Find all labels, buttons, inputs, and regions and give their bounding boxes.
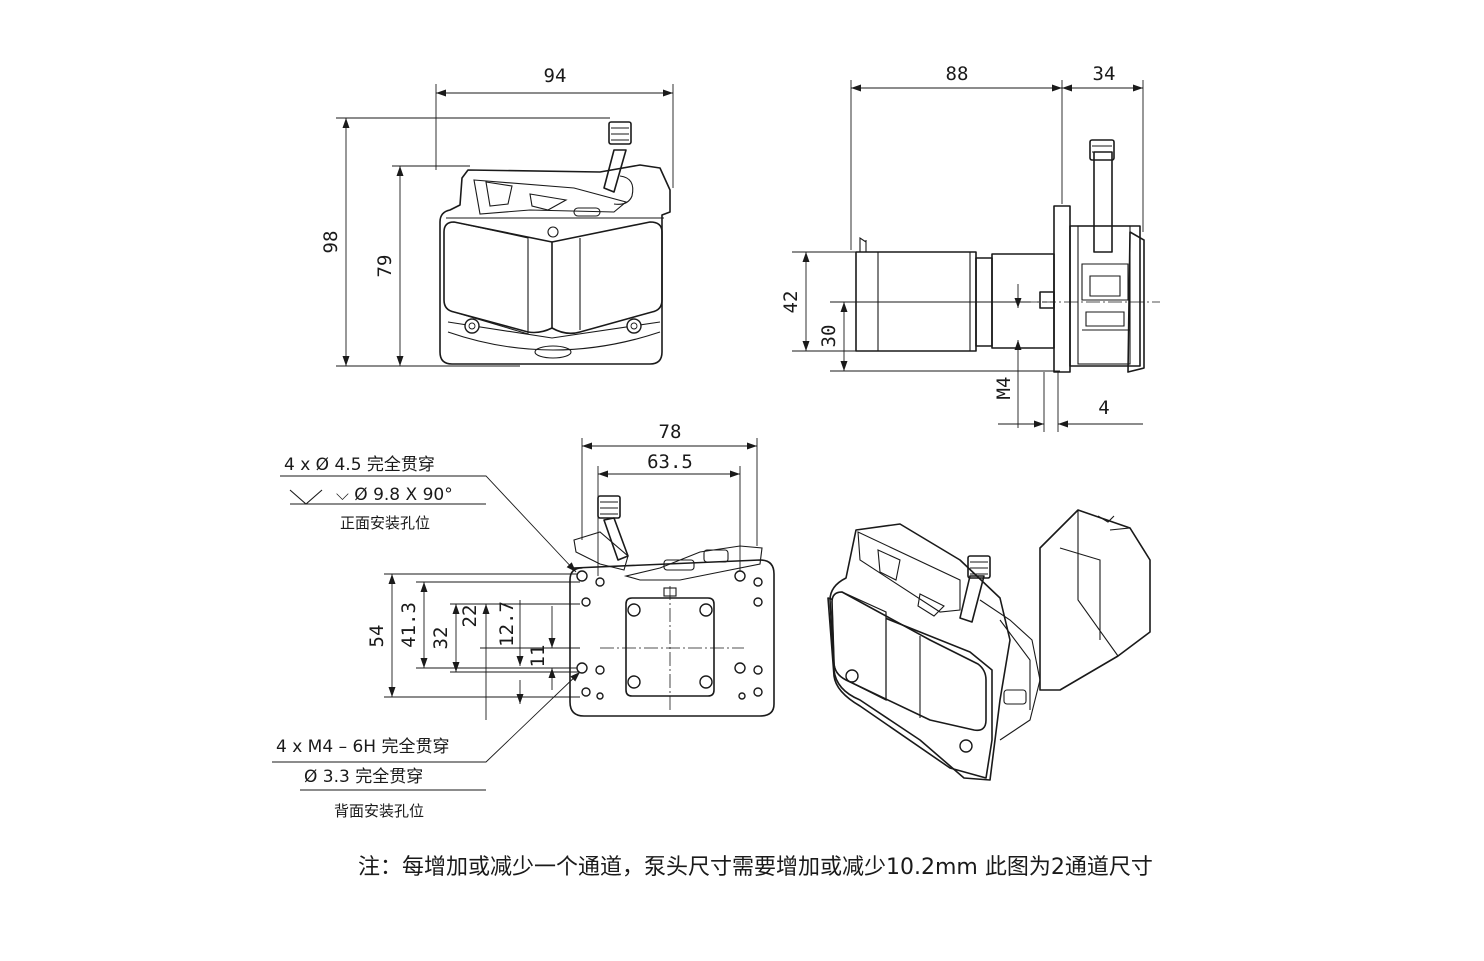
isometric-view (827, 509, 1151, 781)
dim-back-outer-width: 78 (659, 421, 682, 443)
dim-side-shaft-height: 30 (818, 325, 840, 348)
dim-side-motor-length: 88 (946, 63, 969, 85)
front-holes-spec-line2: ⌵ Ø 9.8 X 90° (336, 485, 453, 505)
dim-back-hole-pitch-y: 41.3 (398, 602, 420, 648)
front-holes-spec-line1: 4 x Ø 4.5 完全贯穿 (284, 455, 435, 475)
side-view: 88 34 42 30 (780, 63, 1160, 432)
back-holes-caption: 背面安装孔位 (334, 802, 424, 820)
dim-back-32: 32 (430, 627, 452, 650)
back-view: 78 63.5 54 41.3 32 22 12.7 11 (272, 421, 775, 820)
dim-side-head-depth: 34 (1093, 63, 1116, 85)
dim-back-12-7: 12.7 (496, 601, 518, 647)
dim-front-width: 94 (544, 65, 567, 87)
dim-back-outer-height: 54 (366, 625, 388, 648)
front-holes-caption: 正面安装孔位 (340, 514, 430, 532)
dim-side-thread: M4 (993, 377, 1015, 400)
dim-back-11: 11 (527, 645, 549, 668)
front-mount-holes (576, 570, 763, 700)
back-holes-spec-line1: 4 x M4 – 6H 完全贯穿 (276, 737, 449, 757)
front-view: 94 98 79 (320, 65, 674, 367)
dim-back-hole-pitch-x: 63.5 (647, 451, 693, 473)
footnote: 注：每增加或减少一个通道，泵头尺寸需要增加或减少10.2mm 此图为2通道尺寸 (358, 855, 1153, 880)
dim-front-height-head: 79 (374, 255, 396, 278)
back-holes-spec-line2: Ø 3.3 完全贯穿 (304, 767, 423, 787)
dim-front-height-total: 98 (320, 231, 342, 254)
dim-side-flange: 42 (780, 291, 802, 314)
dim-back-22: 22 (459, 605, 481, 628)
dim-side-offset: 4 (1098, 397, 1109, 419)
